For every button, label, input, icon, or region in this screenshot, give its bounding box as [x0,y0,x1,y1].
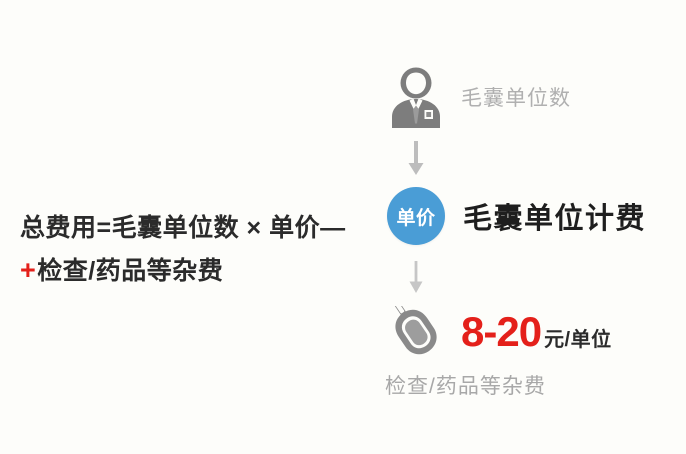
flow-step-price: 8-20 元/单位 [385,304,685,360]
flow-step-unit-price: 单价 毛囊单位计费 [385,180,685,252]
price-display: 8-20 元/单位 [461,311,612,353]
total-cost-formula: 总费用=毛囊单位数 × 单价— +检查/药品等杂费 [20,207,380,292]
arrow-down-1-icon [385,138,447,180]
flow-step-follicle-count: 毛囊单位数 [385,56,685,138]
flow-step-1-label: 毛囊单位数 [461,87,571,110]
unit-price-badge: 单价 [387,187,445,245]
billing-flow: 毛囊单位数 单价 毛囊单位计费 [385,56,685,400]
hair-follicle-icon [385,306,447,358]
formula-line-2-text: 检查/药品等杂费 [37,257,224,285]
unit-price-circle-icon: 单价 [385,187,447,245]
formula-trailing-operator: — [320,214,346,242]
flow-step-2-label: 毛囊单位计费 [463,203,647,235]
formula-line-1: 总费用=毛囊单位数 × 单价— [20,207,380,249]
arrow-down-2-icon [385,252,447,304]
price-unit-label: 元/单位 [544,329,612,351]
flow-step-3-label: 检查/药品等杂费 [385,375,546,398]
formula-plus-operator: + [20,255,37,285]
formula-line-2: +检查/药品等杂费 [20,249,380,292]
price-value: 8-20 [461,308,542,355]
formula-line-1-text: 总费用=毛囊单位数 × 单价 [20,214,321,242]
person-doctor-icon [385,65,447,129]
